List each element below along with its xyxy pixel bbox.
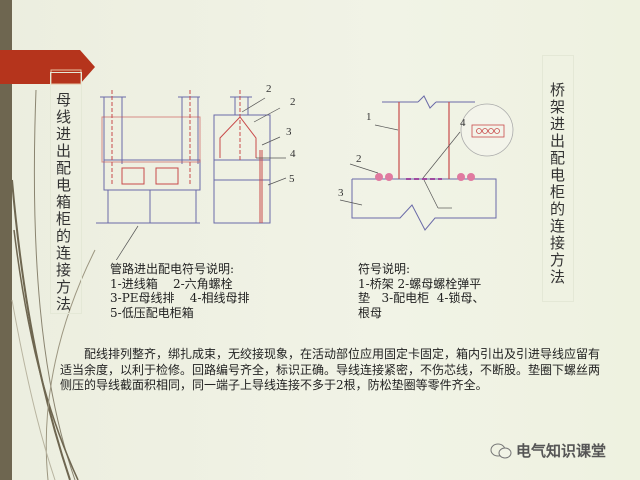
busbar-cabinet-diagram: 2 2 3 4 5 — [96, 83, 296, 260]
left-legend-heading: 管路进出配电符号说明: — [110, 262, 235, 276]
watermark: 电气知识课堂 — [490, 440, 606, 461]
description-paragraph: 配线排列整齐，绑扎成束，无绞接现象，在活动部位应用固定卡固定，箱内引出及引进导线… — [60, 347, 601, 392]
label-3: 3 — [338, 187, 344, 199]
label-2: 2 — [356, 153, 362, 165]
right-legend-heading: 符号说明: — [358, 262, 411, 276]
right-legend-line: 1-桥架 2-螺母螺栓弹平 — [358, 276, 482, 291]
left-title-box — [50, 72, 82, 314]
right-vertical-title: 桥架进出配电柜的连接方法 — [548, 82, 566, 286]
decorative-curves — [11, 89, 96, 480]
label-1: 1 — [366, 111, 372, 123]
label-2b: 2 — [290, 96, 296, 108]
right-title-box — [542, 55, 574, 302]
label-2a: 2 — [266, 83, 272, 95]
label-3: 3 — [286, 126, 292, 138]
left-legend-line: 1-进线箱 2-六角螺栓 — [110, 276, 233, 291]
left-legend-line: 5-低压配电柜箱 — [110, 305, 194, 320]
right-legend-line: 垫 3-配电柜 4-锁母、 — [358, 291, 485, 305]
label-5: 5 — [289, 173, 295, 185]
side-strip — [0, 0, 12, 480]
right-legend: 符号说明:1-桥架 2-螺母螺栓弹平垫 3-配电柜 4-锁母、根母 — [358, 262, 484, 320]
cable-tray-diagram: 1 2 3 4 — [338, 95, 514, 231]
right-legend-line: 根母 — [358, 305, 383, 320]
label-4: 4 — [460, 117, 466, 129]
left-vertical-title: 母线进出配电箱柜的连接方法 — [54, 92, 72, 313]
label-4: 4 — [290, 148, 296, 160]
wechat-icon — [490, 443, 512, 458]
watermark-text: 电气知识课堂 — [516, 442, 607, 460]
left-legend-line: 3-PE母线排 4-相线母排 — [110, 291, 250, 305]
